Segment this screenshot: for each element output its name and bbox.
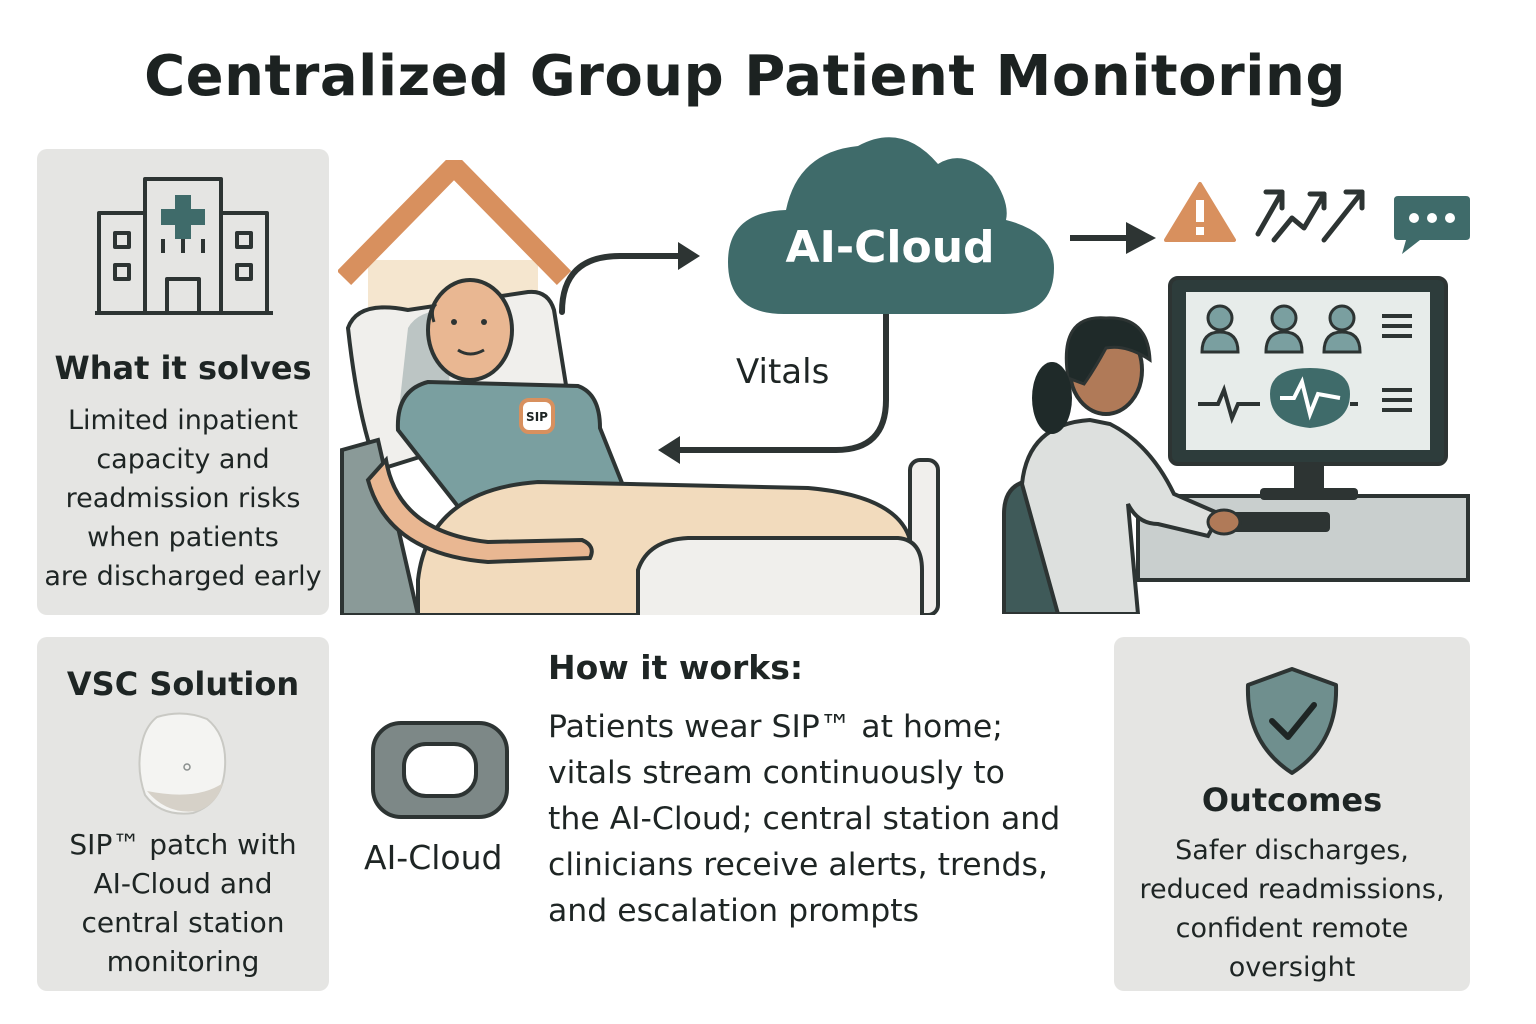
vsc-solution-panel: VSC Solution SIP™ patch with AI-Cloud an… bbox=[37, 637, 329, 991]
outcomes-text: Safer discharges, reduced readmissions, … bbox=[1139, 835, 1445, 983]
patient-at-home-scene: SIP bbox=[338, 160, 940, 615]
ai-cloud-label: AI-Cloud bbox=[785, 222, 995, 273]
page-title: Centralized Group Patient Monitoring bbox=[144, 44, 1346, 109]
central-station-scene bbox=[1002, 276, 1470, 614]
vitals-return-arrow bbox=[658, 307, 889, 464]
how-it-works-text: Patients wear SIP™ at home; vitals strea… bbox=[548, 709, 1061, 929]
ai-cloud-device-icon bbox=[371, 721, 509, 819]
hospital-icon bbox=[95, 177, 273, 315]
how-it-works-heading: How it works: bbox=[548, 648, 804, 687]
what-it-solves-heading: What it solves bbox=[54, 349, 312, 387]
vsc-solution-heading: VSC Solution bbox=[66, 665, 300, 703]
trend-arrows-icon bbox=[1255, 189, 1365, 243]
ai-cloud-icon-label: AI-Cloud bbox=[364, 838, 503, 877]
patch-icon bbox=[138, 712, 227, 815]
shield-check-icon bbox=[1245, 667, 1339, 775]
cloud-icon bbox=[728, 137, 1054, 314]
what-it-solves-panel: What it solves Limited inpatient capacit… bbox=[37, 149, 329, 615]
vsc-solution-text: SIP™ patch with AI-Cloud and central sta… bbox=[69, 828, 297, 978]
chat-bubble-icon bbox=[1394, 196, 1470, 254]
sip-patch-badge: SIP bbox=[526, 410, 548, 424]
warning-icon bbox=[1164, 182, 1236, 242]
patient-avatars bbox=[1200, 304, 1362, 354]
outcomes-heading: Outcomes bbox=[1201, 781, 1383, 819]
what-it-solves-text: Limited inpatient capacity and readmissi… bbox=[44, 405, 322, 592]
arrow-to-station bbox=[1070, 222, 1156, 254]
data-flow-arrows bbox=[559, 242, 700, 315]
outcomes-panel: Outcomes Safer discharges, reduced readm… bbox=[1114, 637, 1470, 991]
vitals-label: Vitals bbox=[736, 352, 830, 392]
